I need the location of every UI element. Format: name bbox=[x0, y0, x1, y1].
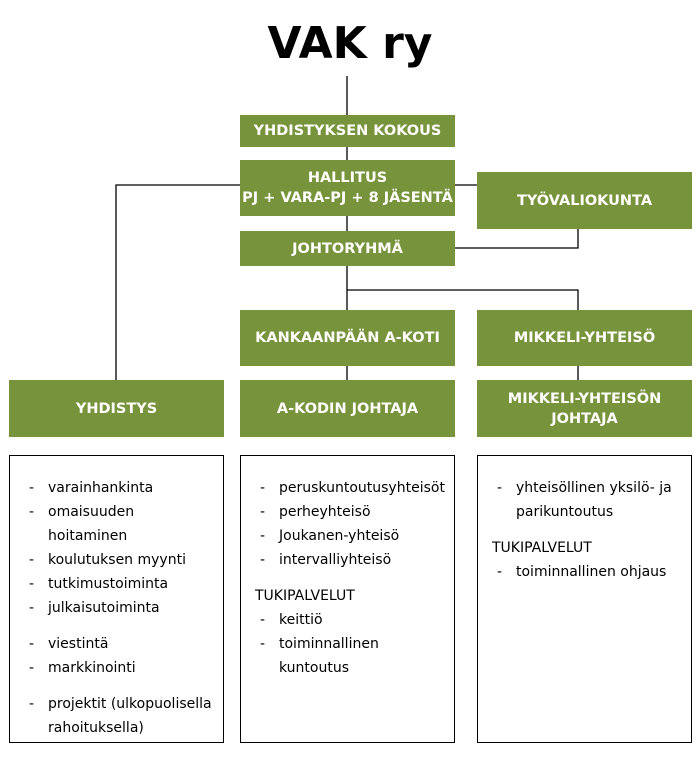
a-koti-task-list: peruskuntoutusyhteisöt perheyhteisö Jouk… bbox=[240, 455, 455, 743]
chart-title: VAK ry bbox=[267, 18, 433, 69]
support-services-heading: TUKIPALVELUT bbox=[255, 588, 355, 604]
list-item: toiminnallinen kuntoutus bbox=[255, 632, 444, 680]
list-item: koulutuksen myynti bbox=[24, 548, 213, 572]
list-item-line: projektit (ulkopuolisella bbox=[48, 696, 212, 712]
list-item: Joukanen-yhteisö bbox=[255, 524, 444, 548]
list-item-line: toiminnallinen bbox=[279, 636, 379, 652]
kankaanpaan-a-koti-box: KANKAANPÄÄN A-KOTI bbox=[240, 310, 455, 366]
yhdistyksen-kokous-label: YHDISTYKSEN KOKOUS bbox=[253, 123, 442, 139]
list-item: peruskuntoutusyhteisöt bbox=[255, 476, 445, 500]
yhdistyksen-kokous-box: YHDISTYKSEN KOKOUS bbox=[240, 115, 455, 147]
hallitus-members-label: PJ + VARA-PJ + 8 JÄSENTÄ bbox=[242, 190, 453, 206]
list-item: projektit (ulkopuolisella rahoituksella) bbox=[24, 692, 213, 740]
support-services-heading: TUKIPALVELUT bbox=[492, 540, 592, 556]
list-item: perheyhteisö bbox=[255, 500, 444, 524]
line-tyovaliokunta-to-johtoryhma bbox=[455, 229, 579, 249]
list-item: markkinointi bbox=[24, 656, 213, 680]
johtoryhma-label: JOHTORYHMÄ bbox=[292, 240, 403, 257]
a-kodin-johtaja-label: A-KODIN JOHTAJA bbox=[276, 400, 419, 417]
mikkeli-yhteiso-label: MIKKELI-YHTEISÖ bbox=[513, 330, 656, 346]
list-item-line: yhteisöllinen yksilö- ja bbox=[516, 480, 672, 496]
list-item: tutkimustoiminta bbox=[24, 572, 213, 596]
list-item-line: kuntoutus bbox=[279, 660, 350, 676]
tyovaliokunta-box: TYÖVALIOKUNTA bbox=[477, 172, 692, 229]
list-item-line: parikuntoutus bbox=[516, 504, 614, 520]
line-branch-to-mikkeli bbox=[347, 289, 579, 310]
list-item: keittiö bbox=[255, 608, 444, 632]
list-item: viestintä bbox=[24, 632, 213, 656]
list-item: omaisuuden hoitaminen bbox=[24, 500, 213, 548]
list-item: yhteisöllinen yksilö- ja parikuntoutus bbox=[492, 476, 681, 524]
list-item: toiminnallinen ohjaus bbox=[492, 560, 681, 584]
list-item-line: rahoituksella) bbox=[48, 720, 144, 736]
mikkeli-yhteiso-box: MIKKELI-YHTEISÖ bbox=[477, 310, 692, 366]
tyovaliokunta-label: TYÖVALIOKUNTA bbox=[516, 192, 653, 209]
line-hallitus-to-yhdistys bbox=[115, 184, 240, 380]
yhdistys-box: YHDISTYS bbox=[9, 380, 224, 437]
yhdistys-label: YHDISTYS bbox=[75, 400, 158, 417]
kankaanpaan-a-koti-label: KANKAANPÄÄN A-KOTI bbox=[255, 330, 440, 346]
mikkeli-yhteison-johtaja-box: MIKKELI-YHTEISÖN JOHTAJA bbox=[477, 380, 692, 437]
list-item: julkaisutoiminta bbox=[24, 596, 213, 620]
mikkeli-yhteison-johtaja-label: MIKKELI-YHTEISÖN JOHTAJA bbox=[507, 390, 662, 427]
list-item: varainhankinta bbox=[24, 476, 213, 500]
mikkeli-task-list: yhteisöllinen yksilö- ja parikuntoutus T… bbox=[477, 455, 692, 743]
hallitus-label: HALLITUS bbox=[307, 170, 388, 186]
yhdistys-task-list: varainhankinta omaisuuden hoitaminen kou… bbox=[9, 455, 224, 743]
list-item: intervalliyhteisö bbox=[255, 548, 444, 572]
hallitus-box: HALLITUS PJ + VARA-PJ + 8 JÄSENTÄ bbox=[240, 160, 455, 216]
johtoryhma-box: JOHTORYHMÄ bbox=[240, 231, 455, 266]
a-kodin-johtaja-box: A-KODIN JOHTAJA bbox=[240, 380, 455, 437]
